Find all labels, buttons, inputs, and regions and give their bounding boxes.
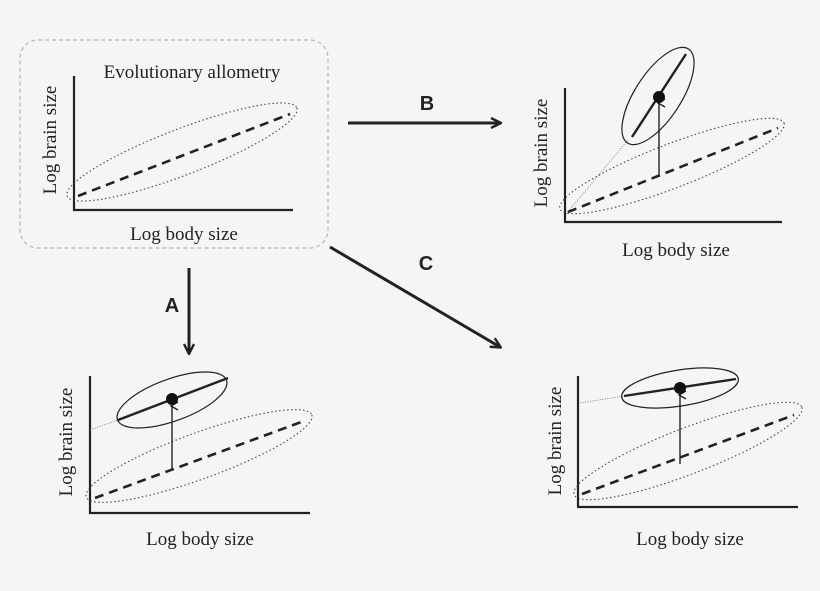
panel-source: Evolutionary allometry Log body size Log… <box>19 39 329 249</box>
panel-a-mean-point <box>166 393 178 405</box>
panel-source-y-label: Log brain size <box>40 86 61 195</box>
panel-c-variation-ellipse <box>573 401 803 501</box>
panel-a-species-ellipse <box>116 371 228 429</box>
panel-b-y-label: Log brain size <box>531 99 552 208</box>
panel-source-x-label: Log body size <box>130 224 238 245</box>
panel-a: Log body size Log brain size <box>56 371 313 550</box>
panel-b-extension-line <box>565 139 629 215</box>
arrow-c: C <box>329 245 500 347</box>
panel-source-title: Evolutionary allometry <box>104 62 281 83</box>
panel-c: Log body size Log brain size <box>545 367 803 550</box>
panel-b-species-ellipse <box>621 46 695 146</box>
panel-b-allometry-line <box>567 126 779 214</box>
arrow-a: A <box>165 268 189 353</box>
panel-source-variation-ellipse <box>66 102 298 202</box>
panel-source-frame <box>19 39 329 249</box>
panel-a-allometry-line <box>94 419 305 500</box>
panel-c-allometry-line <box>581 413 795 496</box>
arrow-c-line <box>329 245 500 347</box>
panel-b: Log body size Log brain size <box>531 46 785 261</box>
arrow-b-label: B <box>420 93 434 115</box>
panel-b-variation-ellipse <box>559 117 785 215</box>
panel-c-species-ellipse <box>621 367 739 409</box>
panel-a-extension-line <box>89 419 119 431</box>
panel-source-allometry-line <box>77 112 291 198</box>
panel-a-y-label: Log brain size <box>56 388 77 497</box>
panel-c-extension-line <box>579 395 625 404</box>
panel-a-variation-ellipse <box>85 409 313 503</box>
panel-c-mean-point <box>674 382 686 394</box>
panel-c-x-label: Log body size <box>636 529 744 550</box>
panel-b-mean-point <box>653 91 665 103</box>
arrow-b: B <box>348 93 500 123</box>
arrow-c-label: C <box>419 253 433 275</box>
arrow-a-label: A <box>165 295 179 317</box>
panel-b-x-label: Log body size <box>622 240 730 261</box>
panel-c-y-label: Log brain size <box>545 387 566 496</box>
panel-a-x-label: Log body size <box>146 529 254 550</box>
